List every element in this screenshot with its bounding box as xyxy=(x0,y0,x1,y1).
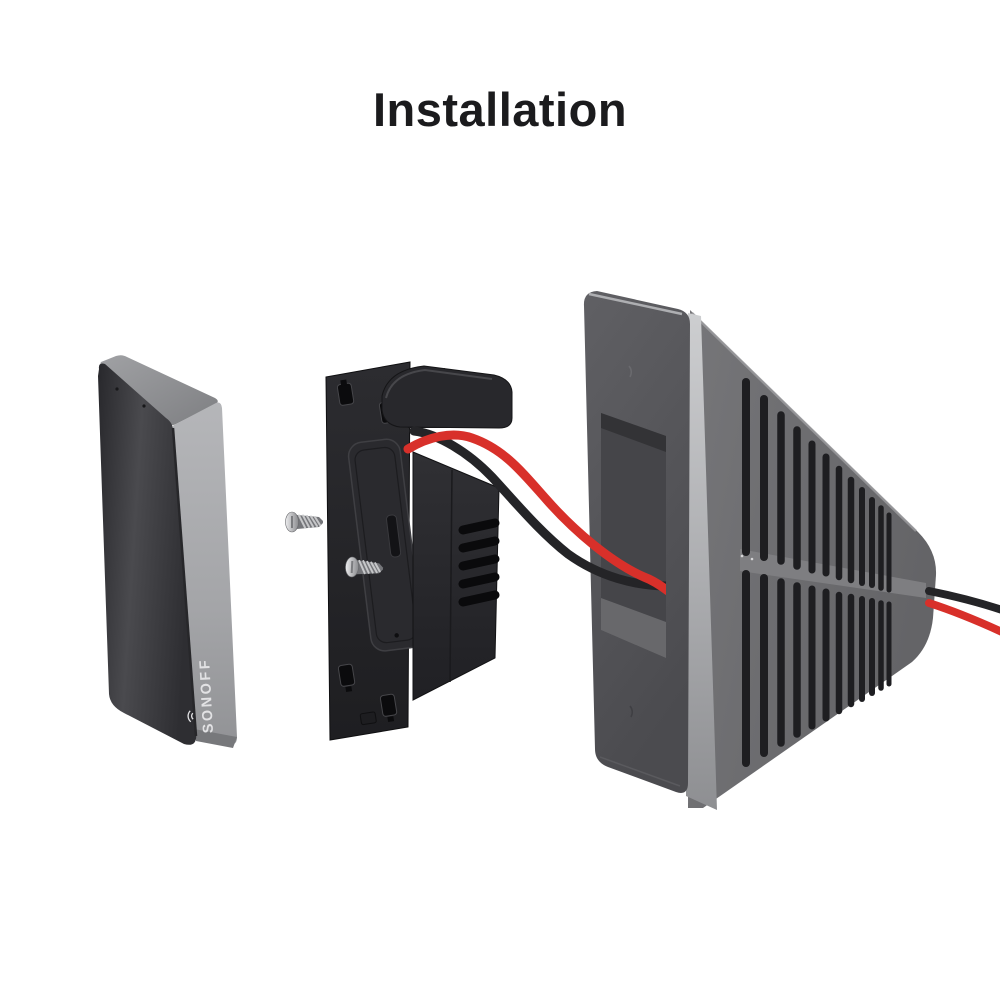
exit-wire-red xyxy=(925,599,1000,636)
vent-slots-upper xyxy=(742,378,892,593)
body-highlight-dot xyxy=(750,557,754,561)
faceplate-front-face xyxy=(98,363,197,745)
plate-center-pad xyxy=(347,438,424,652)
wire-black xyxy=(409,426,666,591)
module-vents xyxy=(458,518,500,607)
sonoff-logo-text: SONOFF xyxy=(197,657,217,733)
faceplate-cover: SONOFF xyxy=(98,355,237,748)
wall-bracket-back xyxy=(583,291,937,810)
exit-wire-black xyxy=(925,587,1000,614)
wire-cover-hood xyxy=(381,365,513,429)
wifi-icon xyxy=(187,710,194,723)
body-top-highlight xyxy=(691,312,917,532)
plate-screw-hole xyxy=(337,663,356,693)
mounting-screw xyxy=(284,511,324,533)
faceplate-bottom-edge xyxy=(194,729,237,748)
hood-highlight xyxy=(385,368,493,399)
frame-top-edge-highlight xyxy=(588,292,683,316)
relay-module xyxy=(381,365,513,701)
frame-dimple xyxy=(629,705,634,718)
faceplate-corner-line xyxy=(171,427,198,737)
faceplate-top-face xyxy=(100,355,218,426)
faceplate-dot xyxy=(142,404,146,408)
recess-floor xyxy=(601,598,666,658)
frame-recess xyxy=(601,413,666,658)
exit-wires xyxy=(925,587,1000,636)
wire-red xyxy=(403,430,666,596)
frame-inner-line xyxy=(599,756,681,787)
faceplate-side-face xyxy=(172,402,237,745)
pad-slot xyxy=(385,514,402,558)
plate-screw-hole xyxy=(379,693,398,723)
connection-wires xyxy=(403,426,666,596)
body-highlight-dot xyxy=(740,554,744,558)
pad-hole xyxy=(394,633,399,638)
vent-slots-lower xyxy=(742,570,892,767)
page-title: Installation xyxy=(372,83,628,136)
silver-bevel xyxy=(686,313,717,810)
plate-screw-hole xyxy=(336,379,355,406)
mounting-plate xyxy=(325,361,424,741)
sonoff-logo: SONOFF xyxy=(187,657,217,734)
frame-dimple xyxy=(628,365,633,378)
module-edge-line xyxy=(449,469,453,683)
plate-bottom-tab xyxy=(359,711,377,726)
recess-top-shadow xyxy=(601,413,666,452)
module-body xyxy=(412,451,500,701)
faceplate-dot xyxy=(115,387,119,391)
